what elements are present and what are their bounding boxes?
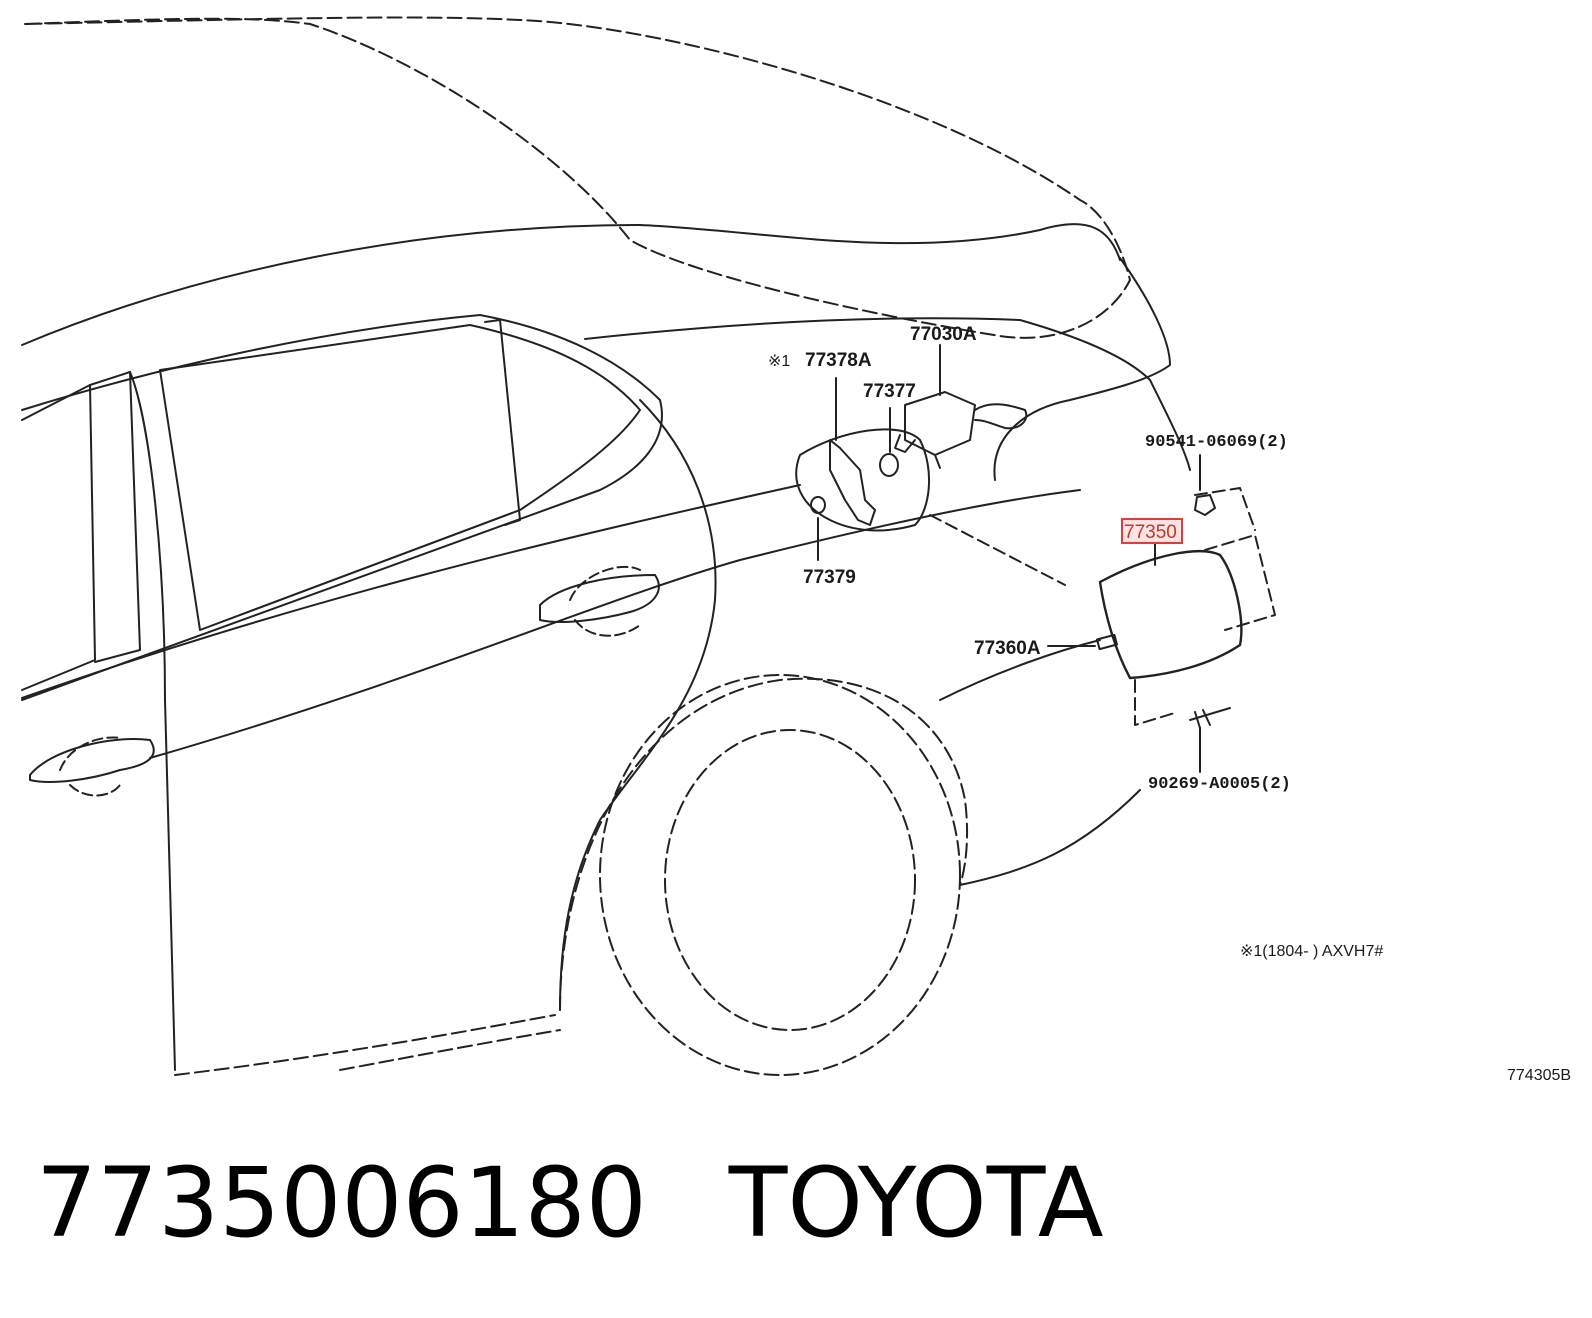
label-90541: 90541-06069(2) — [1145, 433, 1288, 452]
label-77378A: 77378A — [805, 350, 872, 371]
door-line — [129, 371, 176, 1071]
quarter-lower — [959, 789, 1141, 886]
rear-door-handle — [539, 574, 660, 623]
brand-name: TOYOTA — [728, 1147, 1104, 1259]
rear-window-frame — [21, 314, 663, 701]
belt-line — [21, 484, 801, 699]
part-77377-bumper — [879, 453, 899, 477]
roof-inner — [21, 223, 1121, 346]
label-77379: 77379 — [803, 567, 856, 588]
label-77377: 77377 — [863, 381, 916, 402]
opener-lever — [829, 439, 876, 526]
actuator-body — [894, 391, 976, 469]
front-handle-recess — [59, 736, 121, 797]
pillar-b — [89, 371, 141, 663]
quarter-line — [939, 639, 1101, 701]
wheel-hub — [664, 729, 916, 1031]
part-90541-nut — [1194, 494, 1216, 516]
front-window-glass — [21, 384, 96, 691]
leader-dash-3 — [1134, 679, 1179, 726]
part-90269-clip — [1189, 707, 1231, 729]
label-diagram-code: 774305B — [1507, 1067, 1571, 1084]
label-77360A: 77360A — [974, 638, 1041, 659]
rear-deck — [584, 317, 1191, 471]
part-77360A-clip — [1096, 633, 1118, 651]
label-77350: 77350 — [1124, 522, 1177, 543]
label-77030A: 77030A — [910, 324, 977, 345]
rear-window-glass — [159, 324, 641, 631]
roof-outline — [24, 16, 1131, 339]
rocker-line — [174, 1014, 556, 1076]
label-footnote: ※1(1804- ) AXVH7# — [1240, 943, 1383, 960]
rear-pillar — [993, 257, 1171, 481]
caption: 7735006180 TOYOTA — [36, 1148, 1104, 1258]
character-line — [149, 489, 1081, 759]
wheel — [599, 674, 961, 1076]
wheel-arch — [559, 677, 969, 1011]
part-number: 7735006180 — [36, 1147, 647, 1259]
highlight-box-77350 — [1121, 518, 1183, 544]
leader-dash-2 — [1194, 487, 1276, 631]
rocker-line-2 — [339, 1029, 561, 1071]
actuator-connector — [974, 403, 1028, 430]
front-door-handle — [29, 738, 155, 783]
fuel-filler-lid — [1098, 550, 1243, 680]
part-77379-nut — [810, 496, 826, 514]
leader-dash-1 — [929, 514, 1066, 586]
rear-door-edge — [559, 399, 717, 1011]
parts-diagram: 77030A ※1 77378A 77377 77379 90541-06069… — [21, 16, 1571, 1084]
pillar-c — [484, 319, 521, 526]
rear-handle-recess — [569, 565, 641, 637]
label-note-mark: ※1 — [768, 353, 790, 370]
label-90269: 90269-A0005(2) — [1148, 775, 1291, 794]
